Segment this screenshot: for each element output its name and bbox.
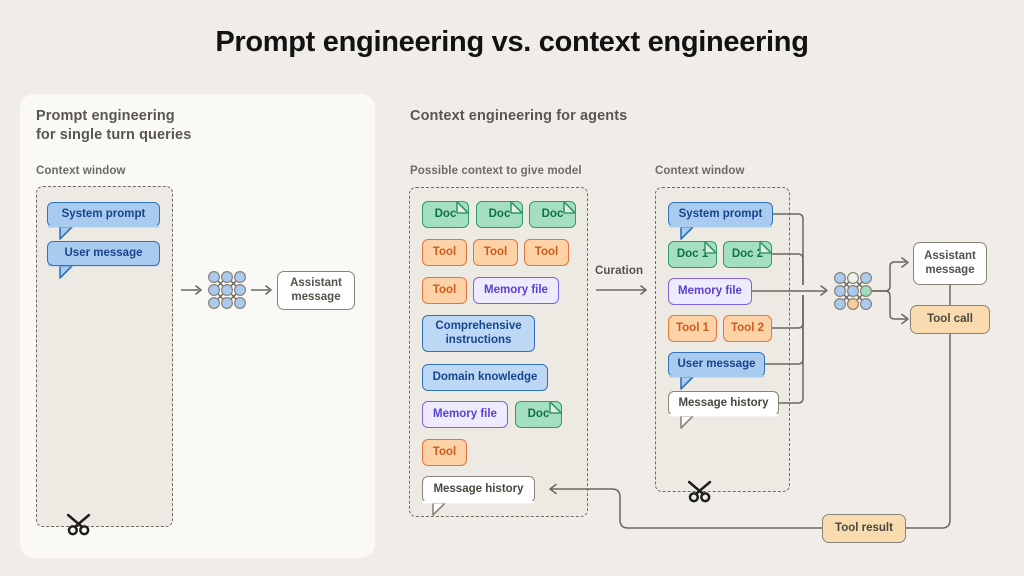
chip-comprehensive-instructions[interactable]: Comprehensive instructions bbox=[422, 315, 535, 352]
left-panel-heading-line1: Prompt engineering bbox=[36, 108, 175, 124]
chip-memory-file-1[interactable]: Memory file bbox=[473, 277, 559, 304]
chip-memory-file-2[interactable]: Memory file bbox=[422, 401, 508, 428]
possible-context-box bbox=[409, 187, 588, 517]
chip-tool-5[interactable]: Tool bbox=[422, 439, 467, 466]
chip-tool-3[interactable]: Tool bbox=[524, 239, 569, 266]
chip-doc-3[interactable]: Doc bbox=[529, 201, 576, 228]
chip-user-message[interactable]: User message bbox=[47, 241, 160, 266]
chip-domain-knowledge[interactable]: Domain knowledge bbox=[422, 364, 548, 391]
chip-cw-tool-2[interactable]: Tool 2 bbox=[723, 315, 772, 342]
chip-cw-message-history[interactable]: Message history bbox=[668, 391, 779, 416]
chip-system-prompt[interactable]: System prompt bbox=[47, 202, 160, 227]
chip-tool-4[interactable]: Tool bbox=[422, 277, 467, 304]
tool-call-box[interactable]: Tool call bbox=[910, 305, 990, 334]
chip-cw-tool-1[interactable]: Tool 1 bbox=[668, 315, 717, 342]
page-title: Prompt engineering vs. context engineeri… bbox=[215, 26, 809, 58]
chip-message-history-left[interactable]: Message history bbox=[422, 476, 535, 503]
left-context-window-box bbox=[36, 186, 173, 527]
right-context-window-label: Context window bbox=[655, 165, 745, 177]
chip-tool-1[interactable]: Tool bbox=[422, 239, 467, 266]
chip-cw-doc-2[interactable]: Doc 2 bbox=[723, 241, 772, 268]
curation-label: Curation bbox=[595, 265, 644, 277]
chip-doc-2[interactable]: Doc bbox=[476, 201, 523, 228]
assistant-message-box[interactable]: Assistant message bbox=[913, 242, 987, 285]
left-context-window-label: Context window bbox=[36, 165, 126, 177]
tool-result-box[interactable]: Tool result bbox=[822, 514, 906, 543]
chip-cw-memory-file[interactable]: Memory file bbox=[668, 278, 752, 305]
left-panel-heading-line2: for single turn queries bbox=[36, 127, 192, 143]
model-grid-icon bbox=[833, 272, 872, 311]
right-panel-heading: Context engineering for agents bbox=[410, 108, 628, 124]
chip-tool-2[interactable]: Tool bbox=[473, 239, 518, 266]
chip-cw-doc-1[interactable]: Doc 1 bbox=[668, 241, 717, 268]
left-assistant-message-box[interactable]: Assistant message bbox=[277, 271, 355, 310]
possible-context-label: Possible context to give model bbox=[410, 165, 582, 177]
chip-doc-1[interactable]: Doc bbox=[422, 201, 469, 228]
chip-cw-system-prompt[interactable]: System prompt bbox=[668, 202, 773, 227]
chip-cw-user-message[interactable]: User message bbox=[668, 352, 765, 377]
chip-doc-4[interactable]: Doc bbox=[515, 401, 562, 428]
